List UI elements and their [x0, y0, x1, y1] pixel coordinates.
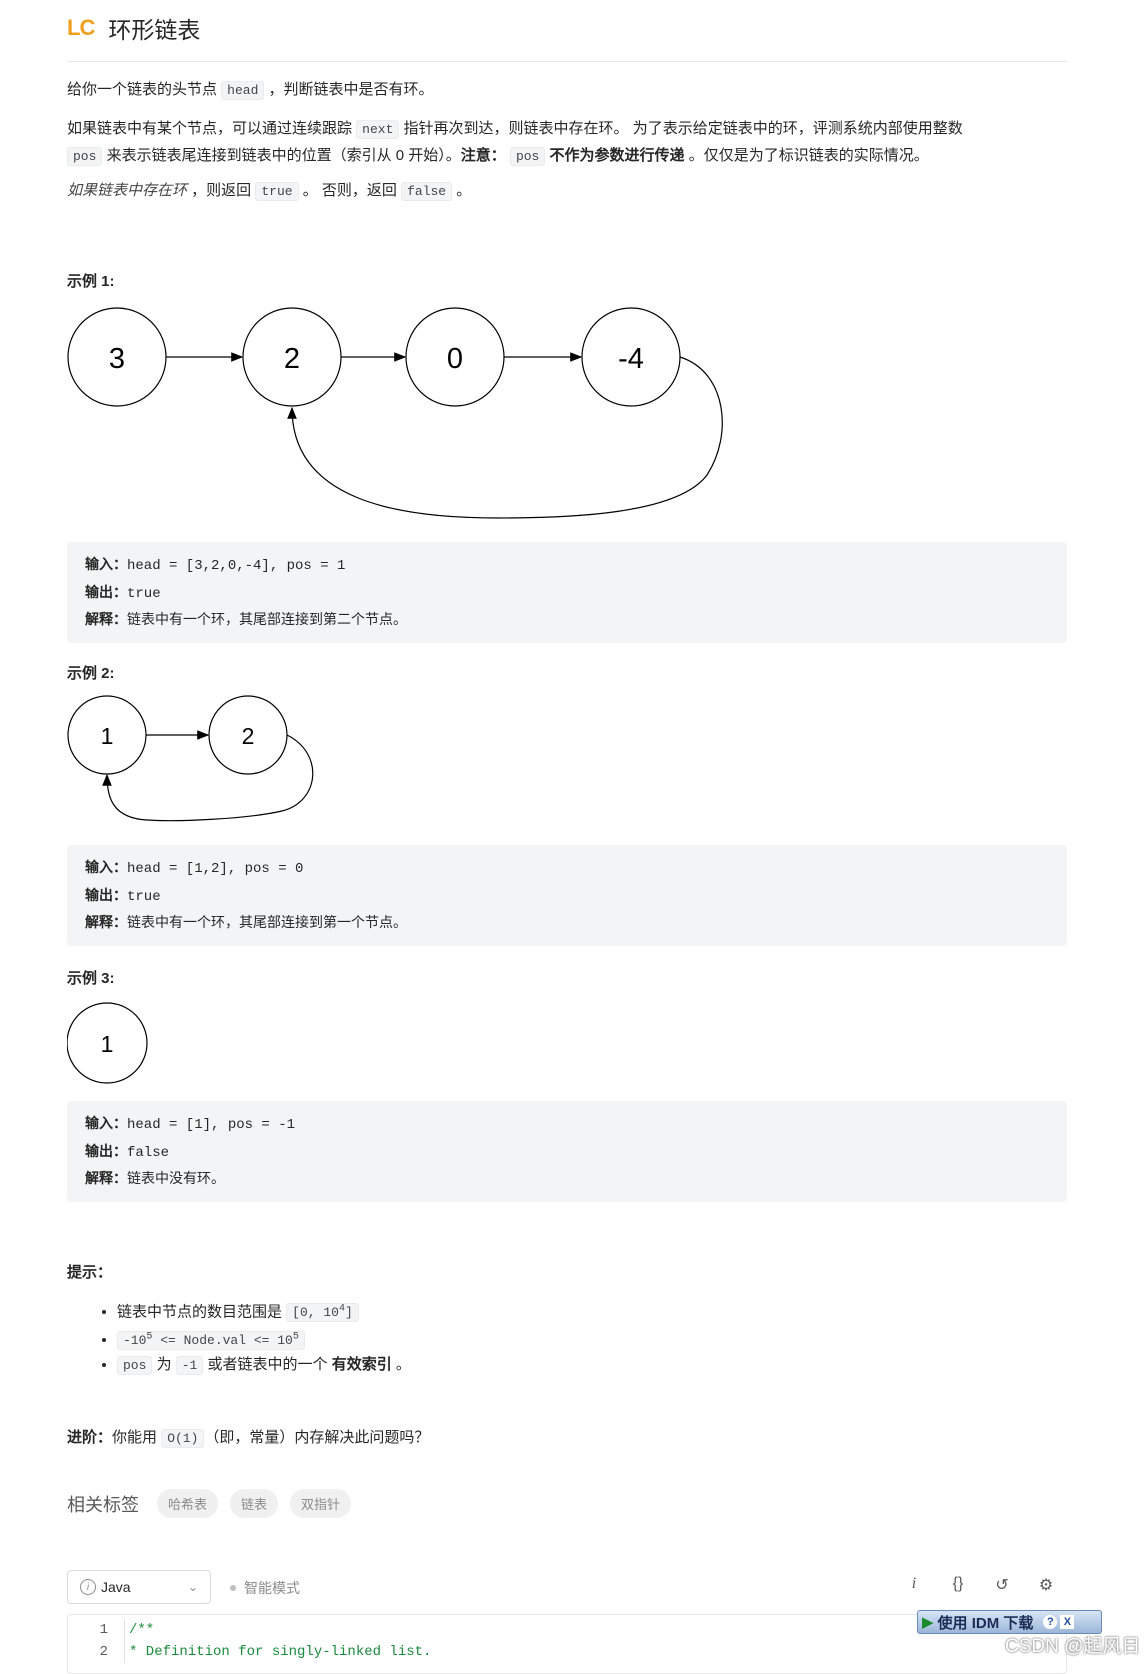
node-value: 1 [101, 1031, 114, 1057]
language-label: Java [101, 1579, 131, 1595]
play-icon: ▶ [922, 1614, 934, 1631]
list-item: pos 为 -1 或者链表中的一个 有效索引 。 [117, 1353, 411, 1378]
tips-list: 链表中节点的数目范围是 [0, 104] -105 <= Node.val <=… [67, 1298, 411, 1378]
inline-code: pos [117, 1355, 153, 1375]
problem-page: LC 环形链表 给你一个链表的头节点 head ，判断链表中是否有环。 如果链表… [67, 0, 1067, 1674]
list-node [67, 1002, 148, 1084]
close-icon[interactable]: X [1060, 1615, 1075, 1629]
example-2-heading: 示例 2: [67, 665, 115, 682]
editor-actions: i {} ↺ ⚙ [903, 1575, 1057, 1595]
tag-linked-list[interactable]: 链表 [230, 1489, 279, 1518]
cycle-back-arrow [102, 734, 314, 822]
example-1-io-block: 输入：head = [3,2,0,-4], pos = 1 输出：true 解释… [67, 542, 1067, 643]
leetcode-logo: LC [67, 15, 95, 40]
code-line: 2 * Definition for singly-linked list. [68, 1641, 431, 1663]
inline-code: head [221, 81, 265, 100]
example-1-diagram: 3 2 0 -4 [67, 307, 723, 519]
description-paragraph-1: 给你一个链表的头节点 head ，判断链表中是否有环。 [67, 81, 434, 100]
example-2-diagram: 1 2 [67, 695, 314, 822]
smart-mode-toggle[interactable]: 智能模式 [230, 1578, 300, 1598]
inline-code: pos [509, 147, 546, 166]
divider [67, 61, 1067, 62]
example-1-heading: 示例 1: [67, 273, 115, 290]
node-value: -4 [618, 343, 644, 375]
cycle-back-arrow [287, 356, 723, 519]
language-select[interactable]: i Java ⌄ [67, 1570, 211, 1604]
chevron-down-icon: ⌄ [187, 1580, 198, 1594]
help-icon[interactable]: ? [1043, 1615, 1058, 1629]
reset-icon[interactable]: ↺ [995, 1577, 1009, 1594]
example-3-io-block: 输入：head = [1], pos = -1 输出：false 解释：链表中没… [67, 1101, 1067, 1202]
info-italic-icon[interactable]: i [911, 1575, 917, 1592]
braces-icon[interactable]: {} [952, 1575, 964, 1592]
code-line: 1/** [68, 1619, 154, 1641]
description-paragraph-3: 如果链表中存在环 ，则返回 true 。 否则，返回 false 。 [67, 182, 472, 201]
node-value: 2 [242, 723, 255, 749]
inline-code: true [255, 182, 299, 201]
tag-two-pointers[interactable]: 双指针 [290, 1489, 352, 1518]
inline-code: pos [67, 147, 103, 166]
status-dot-icon [230, 1585, 236, 1591]
tips-heading: 提示： [67, 1264, 113, 1281]
inline-code: [0, 104] [286, 1303, 359, 1323]
inline-code: -105 <= Node.val <= 105 [117, 1330, 305, 1350]
example-3-diagram: 1 [67, 1002, 148, 1084]
node-value: 1 [101, 723, 114, 749]
example-3-heading: 示例 3: [67, 970, 115, 987]
problem-title: 环形链表 [108, 17, 201, 43]
settings-icon[interactable]: ⚙ [1038, 1577, 1054, 1594]
editor-toolbar: i Java ⌄ 智能模式 i {} ↺ ⚙ [67, 1570, 1067, 1606]
inline-code: -1 [175, 1355, 204, 1375]
problem-header: LC 环形链表 [67, 8, 200, 48]
idm-download-label: 使用 IDM 下载 [937, 1614, 1034, 1632]
advanced-question: 进阶：你能用 O(1)（即，常量）内存解决此问题吗？ [67, 1429, 430, 1448]
node-value: 0 [447, 343, 463, 375]
list-item: -105 <= Node.val <= 105 [117, 1325, 411, 1352]
inline-code: false [401, 182, 453, 201]
related-tags-label: 相关标签 [67, 1494, 139, 1515]
list-item: 链表中节点的数目范围是 [0, 104] [117, 1298, 411, 1325]
node-value: 2 [284, 343, 300, 375]
idm-download-bar[interactable]: ▶ 使用 IDM 下载 ? X [917, 1610, 1102, 1634]
related-tags: 相关标签 哈希表 链表 双指针 [67, 1489, 363, 1518]
csdn-watermark: CSDN @起风日 [1005, 1636, 1141, 1657]
description-paragraph-2: 如果链表中有某个节点，可以通过连续跟踪 next 指针再次到达，则链表中存在环。… [67, 120, 963, 166]
tag-hash-table[interactable]: 哈希表 [157, 1489, 219, 1518]
node-value: 3 [109, 343, 125, 375]
inline-code: next [356, 120, 400, 139]
info-icon: i [80, 1579, 96, 1595]
inline-code: O(1) [161, 1429, 205, 1448]
example-2-io-block: 输入：head = [1,2], pos = 0 输出：true 解释：链表中有… [67, 845, 1067, 946]
